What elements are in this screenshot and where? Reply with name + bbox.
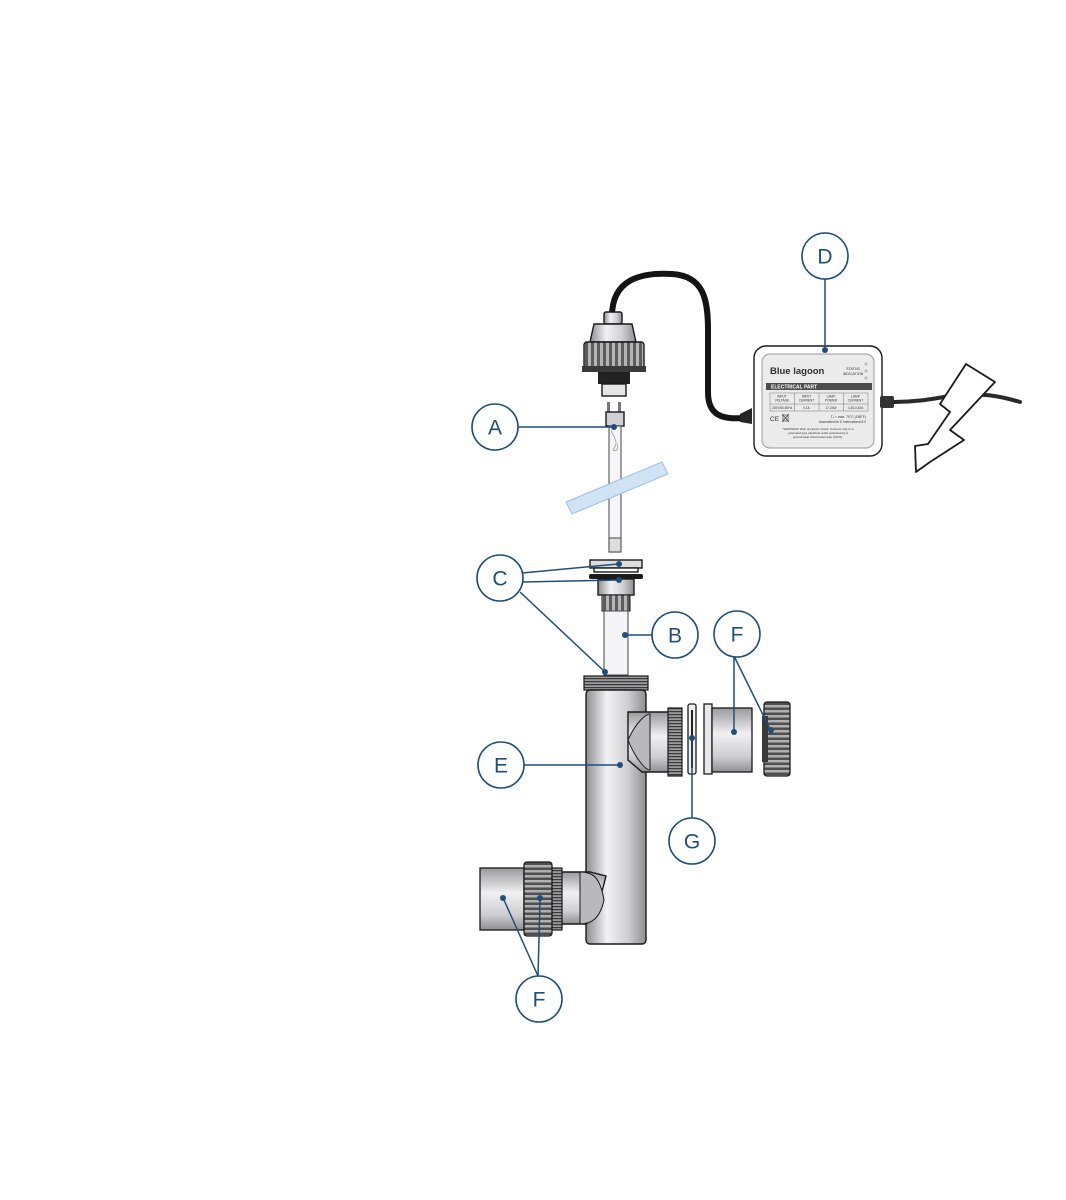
warning-line-3: ground-fault circuit-interrupter (GFCI). — [793, 435, 843, 439]
spec-header-2b: CURRENT — [799, 399, 815, 403]
callout-d: D — [801, 232, 849, 280]
temperature-note: Tₐ = max. 70°C (158°F) — [831, 415, 866, 419]
spec-table: INPUT VOLTAGE INPUT CURRENT LAMP POWER L… — [769, 392, 869, 412]
spec-header-3a: LAMP — [827, 395, 836, 399]
spec-value-2: 0,1A — [803, 406, 810, 410]
warning-line-2: grounded type electrical outlet protecte… — [788, 431, 848, 435]
callout-g-label: G — [684, 831, 700, 854]
indication-label: INDICATION — [843, 372, 864, 376]
quartz-sleeve — [603, 610, 629, 676]
section-title-bar — [766, 383, 872, 390]
callout-f-top-label: F — [731, 624, 744, 647]
control-box: Blue lagoon STATUS INDICATION ELECTRICAL… — [753, 345, 883, 457]
callout-d-label: D — [817, 246, 832, 269]
spec-value-3: 17-24W — [825, 406, 836, 410]
callout-f-bottom-label: F — [533, 989, 546, 1012]
callout-a: A — [471, 403, 519, 451]
spec-header-4b: CURRENT — [848, 399, 864, 403]
spec-header-1a: INPUT — [777, 395, 787, 399]
classification-note: Assembled for E International 8.0 — [819, 420, 866, 424]
status-label: STATUS — [846, 367, 860, 371]
spec-value-1: 220V/50-60Hz — [772, 406, 793, 410]
warning-line-1: *WARNING* Risk of electric shock. Connec… — [783, 427, 854, 431]
spec-header-2a: INPUT — [802, 395, 812, 399]
callout-f-bottom: F — [515, 975, 563, 1023]
lamp-socket-cap — [582, 311, 646, 397]
brand-label: Blue lagoon — [770, 366, 825, 377]
status-led-3 — [864, 376, 868, 380]
spec-header-3b: POWER — [825, 399, 838, 403]
callout-e-label: E — [494, 755, 508, 778]
status-led-2 — [864, 369, 868, 373]
weee-bin-icon — [781, 413, 790, 423]
spec-header-1b: VOLTAGE — [775, 399, 790, 403]
callout-b-label: B — [668, 625, 682, 648]
callout-b: B — [651, 611, 699, 659]
power-cable — [609, 270, 745, 422]
callout-a-label: A — [488, 417, 502, 440]
union-nut-right — [762, 701, 791, 777]
callout-c: C — [476, 554, 524, 602]
callout-f-top: F — [713, 610, 761, 658]
electricity-arrow-icon — [914, 363, 996, 473]
section-title: ELECTRICAL PART — [771, 385, 817, 391]
callout-e: E — [477, 741, 525, 789]
leader-lines — [500, 279, 828, 977]
union-tail-right — [703, 703, 753, 775]
spec-value-4: 0,35-0,40A — [848, 406, 864, 410]
spec-header-4a: LAMP — [851, 395, 860, 399]
cable-plug-tip — [740, 408, 752, 424]
status-led-1 — [864, 362, 868, 366]
callout-g: G — [668, 817, 716, 865]
quartz-break-mark — [565, 461, 669, 515]
ce-mark: CE — [770, 416, 780, 423]
seal-gland-assembly — [589, 559, 643, 612]
housing-body — [549, 675, 683, 945]
mains-cable-grommet — [880, 396, 894, 408]
callout-c-label: C — [492, 568, 507, 591]
